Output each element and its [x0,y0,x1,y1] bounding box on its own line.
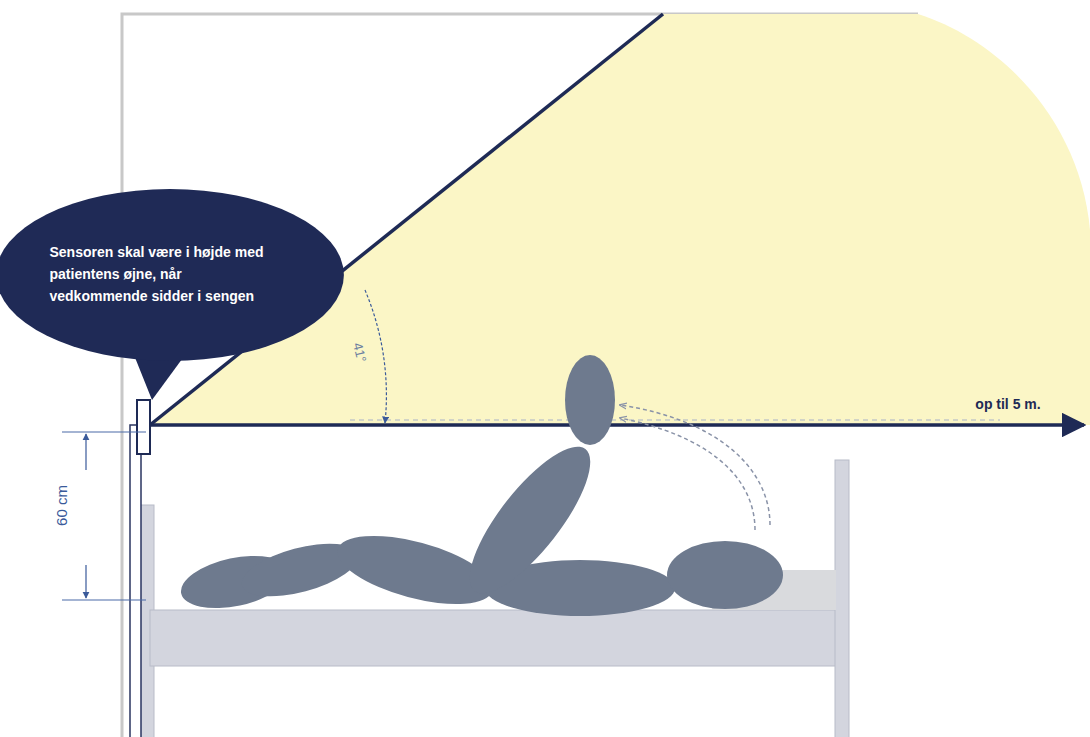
callout-bubble: Sensoren skal være i højde med patienten… [0,189,344,361]
dimension-label: 60 cm [52,482,69,529]
dimension-line [85,565,86,598]
motion-arrow [620,405,770,525]
motion-arrow [620,418,755,530]
zone-axis [150,423,1084,427]
patient [176,355,783,618]
dimension-tick [62,599,146,600]
bed-post [835,460,849,737]
dimension-line [85,434,86,470]
sensor-pole [130,425,141,737]
dotted-guide [350,420,1000,421]
sensor [137,400,150,454]
callout-text: Sensoren skal være i højde med patienten… [50,242,275,307]
range-label: op til 5 m. [975,396,1040,412]
bed-frame [150,610,838,666]
dimension-tick [62,431,146,432]
